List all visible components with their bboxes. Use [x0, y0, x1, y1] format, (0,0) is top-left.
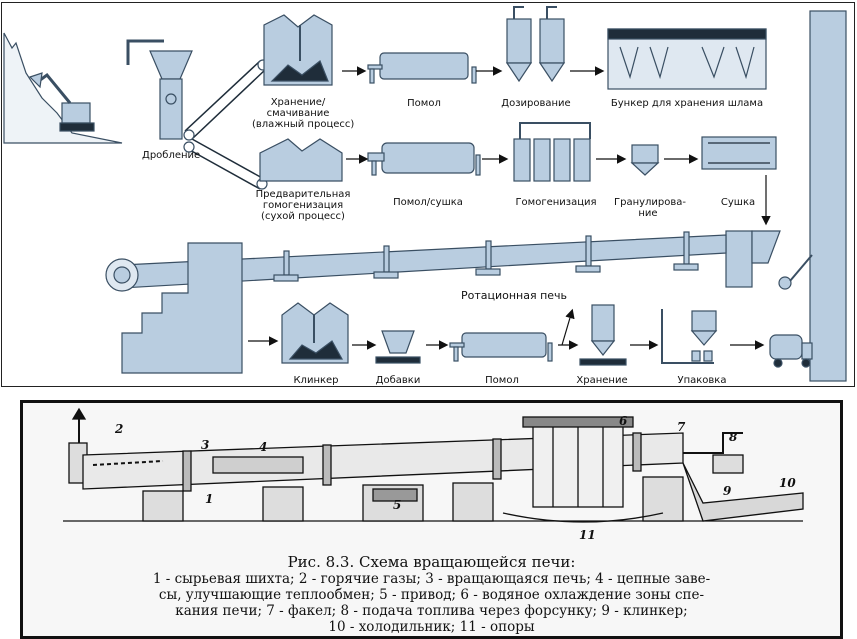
rotary-kiln-icon [105, 231, 727, 292]
label-clinker: Клинкер [293, 375, 339, 386]
callout-11: 11 [579, 528, 596, 542]
conveyor-lower [187, 138, 265, 190]
label-storage-line1: Хранение/ [270, 97, 326, 108]
packing-icon [661, 309, 718, 364]
clinker-cooler-stairs [121, 242, 243, 374]
label-additives: Добавки [375, 375, 421, 386]
callout-8: 8 [729, 430, 738, 444]
label-homogenization: Гомогенизация [515, 197, 597, 208]
caption-line-3: кания печи; 7 - факел; 8 - подача топлив… [175, 603, 688, 619]
callout-4: 4 [259, 440, 267, 454]
quarry-rock [3, 32, 123, 144]
cement-mill-icon [449, 332, 553, 362]
label-grinding: Помол [407, 98, 441, 109]
clinker-storage-icon [281, 302, 349, 364]
storage-wetting-shed-icon [263, 14, 333, 86]
label-grinding-2: Помол [485, 375, 519, 386]
granulation-icon [630, 144, 660, 176]
cement-storage-silo-icon [579, 304, 627, 366]
cement-truck-icon [769, 334, 813, 368]
flow-arrows [248, 66, 771, 350]
label-grinding-drying: Помол/сушка [393, 197, 463, 208]
dosing-silo-icon [505, 6, 566, 83]
crusher-icon [126, 39, 193, 140]
kiln-drive [372, 488, 418, 502]
label-packing: Упаковка [677, 375, 727, 386]
callout-7: 7 [677, 420, 686, 434]
excavator-icon [28, 72, 95, 132]
callout-10: 10 [779, 476, 796, 490]
callout-5: 5 [393, 498, 401, 512]
kiln-supports [142, 476, 684, 522]
rotary-kiln-schematic-figure: 2 3 4 1 5 6 7 8 9 10 11 Рис. 8.3. Схема … [20, 400, 843, 639]
hot-gas-flow [92, 460, 164, 466]
prehomogenization-shed-icon [259, 138, 343, 182]
additives-hopper-icon [375, 330, 421, 364]
callout-1: 1 [205, 492, 213, 506]
mill-icon [367, 52, 477, 84]
label-granulation: Гранулирова- ние [614, 197, 687, 219]
caption-title: Рис. 8.3. Схема вращающейся печи: [287, 553, 576, 571]
label-prehomog-line3: (сухой процесс) [261, 211, 345, 222]
label-drying: Сушка [720, 197, 756, 208]
caption-line-2: сы, улучшающие теплообмен; 5 - привод; 6… [158, 587, 705, 603]
label-storage-line3: (влажный процесс) [252, 119, 355, 130]
kiln-number-labels: 2 3 4 1 5 6 7 8 9 10 11 [114, 414, 796, 542]
caption-line-1: 1 - сырьевая шихта; 2 - горячие газы; 3 … [152, 571, 711, 587]
label-prehomog-line1: Предварительная [255, 189, 351, 200]
supports-bracket [502, 512, 664, 523]
callout-2: 2 [114, 422, 123, 436]
label-rotary-kiln: Ротационная печь [460, 289, 568, 302]
callout-3: 3 [201, 438, 209, 452]
label-crushing: Дробление [142, 150, 201, 161]
homogenization-silo-icon [513, 122, 591, 182]
label-storage: Хранение [576, 375, 628, 386]
slurry-bunker-icon [607, 28, 767, 90]
label-prehomog-line2: гомогенизация [262, 200, 344, 211]
kiln-schematic-graphic: 2 3 4 1 5 6 7 8 9 10 11 [63, 407, 804, 542]
grinding-drying-mill-icon [367, 142, 481, 176]
process-flow-graphic [3, 6, 847, 382]
label-storage-wetting: Хранение/ смачивание (влажный процесс) [252, 97, 355, 130]
label-granulation-line1: Гранулирова- [614, 197, 687, 208]
kiln-inlet-icon [725, 230, 813, 290]
callout-6: 6 [619, 414, 628, 428]
label-granulation-line2: ние [638, 208, 658, 219]
label-slurry-bunker: Бункер для хранения шлама [610, 98, 764, 109]
label-prehomogenization: Предварительная гомогенизация (сухой про… [248, 189, 358, 222]
cement-process-diagram: Дробление Хранение/ смачивание (влажный … [1, 2, 855, 387]
conveyor-upper [184, 60, 267, 140]
clinker-cooler [682, 462, 804, 522]
dryer-icon [701, 136, 777, 170]
callout-9: 9 [723, 484, 732, 498]
label-storage-line2: смачивание [266, 108, 330, 119]
chain-curtains [212, 456, 304, 474]
label-dosing: Дозирование [501, 98, 571, 109]
fuel-feed-pipe [683, 432, 743, 454]
figure-caption: Рис. 8.3. Схема вращающейся печи: 1 - сы… [23, 553, 840, 635]
caption-line-4: 10 - холодильник; 11 - опоры [328, 619, 535, 635]
chimney-icon [809, 10, 847, 382]
